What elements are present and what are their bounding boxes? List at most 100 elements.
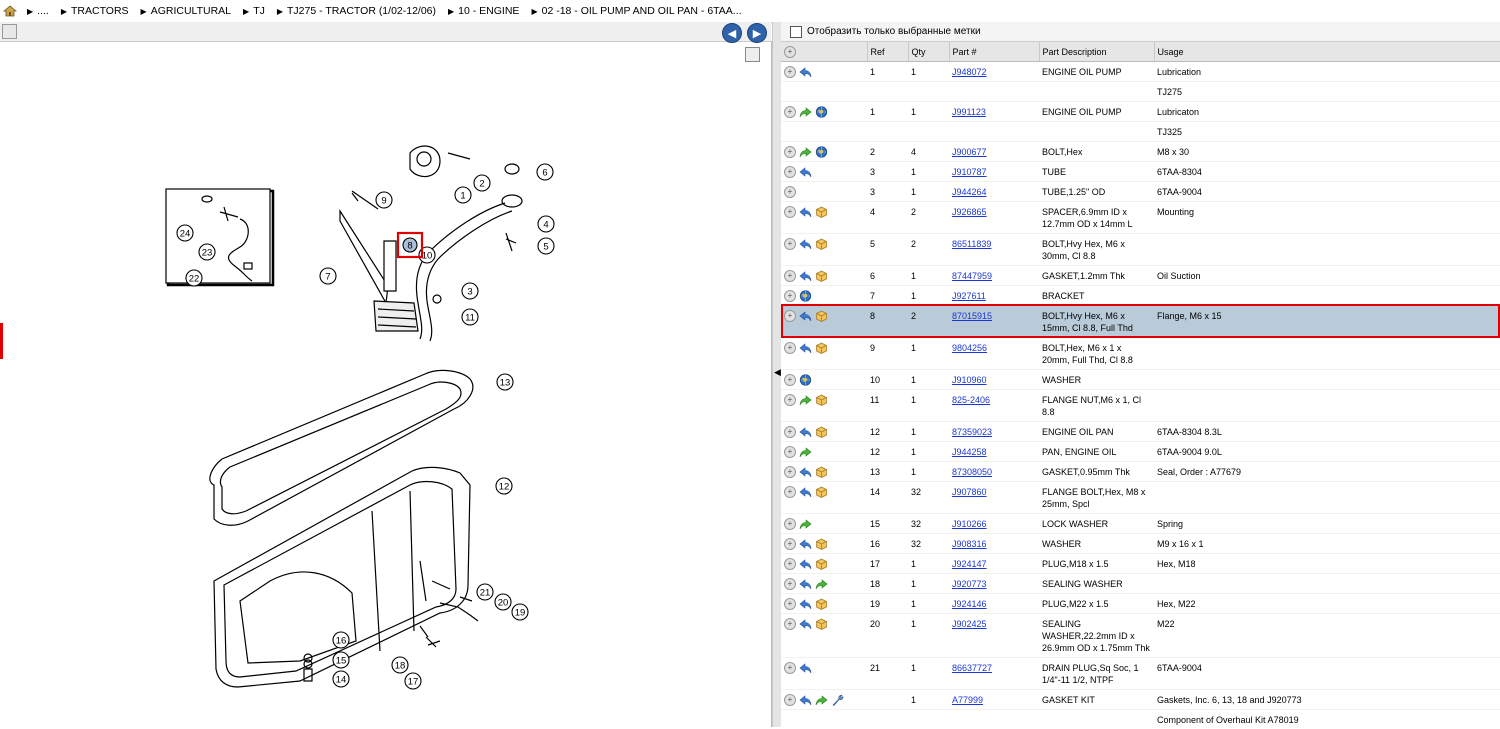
expand-row-icon[interactable]: + bbox=[784, 66, 796, 78]
wrench-icon[interactable] bbox=[831, 694, 844, 706]
expand-row-icon[interactable]: + bbox=[784, 238, 796, 250]
cell-part-number[interactable]: J924146 bbox=[949, 593, 1039, 614]
package-icon[interactable] bbox=[815, 394, 828, 406]
expand-row-icon[interactable]: + bbox=[784, 466, 796, 478]
callout-15[interactable]: 15 bbox=[332, 651, 350, 669]
green-arrow-icon[interactable] bbox=[815, 578, 828, 590]
cell-part-number[interactable]: 9804256 bbox=[949, 337, 1039, 370]
part-number-link[interactable]: J927611 bbox=[952, 291, 986, 301]
callout-1[interactable]: 1 bbox=[454, 186, 472, 204]
callout-24[interactable]: 24 bbox=[176, 224, 194, 242]
green-arrow-icon[interactable] bbox=[799, 518, 812, 530]
blue-arrow-icon[interactable] bbox=[799, 578, 812, 590]
blue-arrow-icon[interactable] bbox=[799, 166, 812, 178]
header-qty[interactable]: Qty bbox=[908, 42, 950, 62]
expand-row-icon[interactable]: + bbox=[784, 310, 796, 322]
part-number-link[interactable]: J944258 bbox=[952, 447, 987, 457]
part-number-link[interactable]: J926865 bbox=[952, 207, 987, 217]
previous-arrow-icon[interactable]: ◀ bbox=[722, 23, 742, 43]
blue-arrow-icon[interactable] bbox=[799, 618, 812, 630]
part-number-link[interactable]: J991123 bbox=[952, 107, 986, 117]
cell-part-number[interactable]: J948072 bbox=[949, 61, 1039, 82]
cell-part-number[interactable]: J944258 bbox=[949, 441, 1039, 462]
part-number-link[interactable]: 87447959 bbox=[952, 271, 993, 281]
callout-13[interactable]: 13 bbox=[496, 373, 514, 391]
package-icon[interactable] bbox=[815, 342, 828, 354]
expand-row-icon[interactable]: + bbox=[784, 342, 796, 354]
blue-arrow-icon[interactable] bbox=[799, 310, 812, 322]
green-arrow-icon[interactable] bbox=[799, 146, 812, 158]
blue-arrow-icon[interactable] bbox=[799, 558, 812, 570]
part-number-link[interactable]: 86511839 bbox=[952, 239, 992, 249]
show-selected-checkbox[interactable] bbox=[790, 25, 802, 38]
cell-part-number[interactable] bbox=[949, 81, 1039, 102]
expand-row-icon[interactable]: + bbox=[784, 518, 796, 530]
package-icon[interactable] bbox=[815, 310, 828, 322]
package-icon[interactable] bbox=[815, 426, 828, 438]
breadcrumb-item[interactable]: ▶TJ bbox=[243, 5, 265, 17]
expand-row-icon[interactable]: + bbox=[784, 446, 796, 458]
part-number-link[interactable]: J948072 bbox=[952, 67, 987, 77]
blue-arrow-icon[interactable] bbox=[799, 66, 812, 78]
callout-9[interactable]: 9 bbox=[375, 191, 393, 209]
expand-row-icon[interactable]: + bbox=[784, 146, 796, 158]
header-ref[interactable]: Ref bbox=[867, 42, 909, 62]
callout-16[interactable]: 16 bbox=[332, 631, 350, 649]
blue-arrow-icon[interactable] bbox=[799, 426, 812, 438]
table-row[interactable]: Component of Overhaul Kit A78019 bbox=[781, 709, 1500, 727]
part-number-link[interactable]: J920773 bbox=[952, 579, 987, 589]
header-usage[interactable]: Usage bbox=[1154, 42, 1500, 62]
home-icon[interactable] bbox=[3, 5, 17, 17]
zoom-box-icon[interactable] bbox=[745, 47, 760, 62]
cell-part-number[interactable]: J910960 bbox=[949, 369, 1039, 390]
callout-21[interactable]: 21 bbox=[476, 583, 494, 601]
package-icon[interactable] bbox=[815, 558, 828, 570]
part-number-link[interactable]: 825-2406 bbox=[952, 395, 991, 405]
expand-row-icon[interactable]: + bbox=[784, 290, 796, 302]
part-number-link[interactable]: 9804256 bbox=[952, 343, 988, 353]
expand-row-icon[interactable]: + bbox=[784, 694, 796, 706]
table-row[interactable]: TJ275 bbox=[781, 81, 1500, 102]
part-number-link[interactable]: J910266 bbox=[952, 519, 987, 529]
cell-part-number[interactable]: J902425 bbox=[949, 613, 1039, 658]
cell-part-number[interactable]: 87447959 bbox=[949, 265, 1039, 286]
cell-part-number[interactable]: J908316 bbox=[949, 533, 1039, 554]
header-description[interactable]: Part Description bbox=[1039, 42, 1155, 62]
expand-row-icon[interactable]: + bbox=[784, 558, 796, 570]
expand-row-icon[interactable]: + bbox=[784, 486, 796, 498]
cell-part-number[interactable]: J944264 bbox=[949, 181, 1039, 202]
cell-part-number[interactable]: J910266 bbox=[949, 513, 1039, 534]
cell-part-number[interactable]: J920773 bbox=[949, 573, 1039, 594]
blue-arrow-icon[interactable] bbox=[799, 270, 812, 282]
globe-icon[interactable] bbox=[815, 106, 828, 118]
collapse-arrow-icon[interactable]: ◀ bbox=[774, 367, 781, 377]
cell-part-number[interactable]: J927611 bbox=[949, 285, 1039, 306]
expand-icon[interactable] bbox=[2, 24, 17, 39]
green-arrow-icon[interactable] bbox=[799, 394, 812, 406]
globe-icon[interactable] bbox=[799, 374, 812, 386]
part-number-link[interactable]: 87359023 bbox=[952, 427, 993, 437]
header-part-number[interactable]: Part # bbox=[949, 42, 1040, 62]
part-number-link[interactable]: J944264 bbox=[952, 187, 987, 197]
callout-18[interactable]: 18 bbox=[391, 656, 409, 674]
table-row[interactable]: TJ325 bbox=[781, 121, 1500, 142]
part-number-link[interactable]: J900677 bbox=[952, 147, 987, 157]
part-number-link[interactable]: J902425 bbox=[952, 619, 987, 629]
cell-part-number[interactable]: 86511839 bbox=[949, 233, 1039, 266]
green-arrow-icon[interactable] bbox=[815, 694, 828, 706]
breadcrumb-item[interactable]: ▶02 -18 - OIL PUMP AND OIL PAN - 6TAA... bbox=[531, 5, 741, 17]
expand-row-icon[interactable]: + bbox=[784, 578, 796, 590]
blue-arrow-icon[interactable] bbox=[799, 598, 812, 610]
